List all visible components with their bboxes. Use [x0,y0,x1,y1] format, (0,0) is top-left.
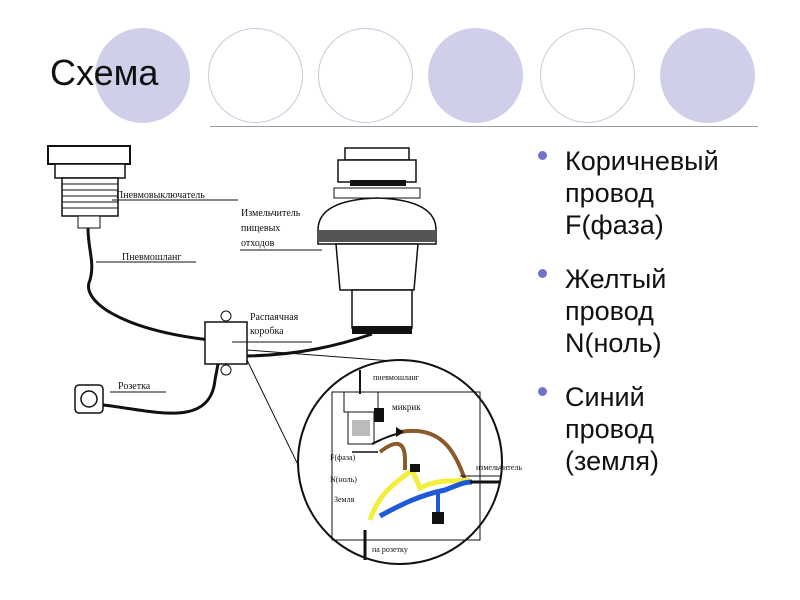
label-inset-hose: пневмошланг [373,373,420,382]
label-junction-box-1: Распаячная [250,312,299,323]
decor-circle-1 [95,28,190,123]
legend-line: провод [565,414,654,444]
decor-circle-6 [660,28,755,123]
legend-item-yellow: Желтый провод N(ноль) [538,263,788,359]
wiring-inset [297,359,503,565]
legend-line: (земля) [565,446,660,476]
wiring-diagram: Пневмовыключатель Пневмошланг Измельчите… [47,145,522,565]
label-junction-box-2: коробка [250,326,284,337]
cable-to-socket [102,363,220,415]
label-inset-phase: F(фаза) [330,453,356,462]
legend-line: Коричневый [565,146,719,176]
label-inset-neutral: N(ноль) [330,475,357,484]
wire-legend-list: Коричневый провод F(фаза) Желтый провод … [538,145,788,499]
label-pneumatic-hose: Пневмошланг [122,252,181,263]
legend-line: провод [565,296,654,326]
decor-circle-4 [428,28,523,123]
junction-box-icon [204,310,248,376]
label-inset-to-grinder: измельчитель [476,463,522,472]
decor-circle-5 [540,28,635,123]
label-grinder-3: отходов [241,238,275,249]
label-grinder-1: Измельчитель [241,208,301,219]
socket-icon [74,384,104,414]
zoom-line [246,349,406,363]
pneumatic-switch-icon [47,145,131,229]
bullet-dot [538,151,547,160]
slide-title: Схема [50,52,159,93]
bullet-dot [538,387,547,396]
legend-item-brown: Коричневый провод F(фаза) [538,145,788,241]
cable-to-grinder [246,332,373,358]
legend-line: Синий [565,382,645,412]
label-pneumatic-switch: Пневмовыключатель [116,190,205,201]
label-inset-to-socket: на розетку [372,545,408,554]
legend-item-blue: Синий провод (земля) [538,381,788,477]
decor-circle-3 [318,28,413,123]
title-divider [210,126,758,127]
legend-line: Желтый [565,264,667,294]
decor-circle-2 [208,28,303,123]
food-grinder-icon [317,147,437,334]
label-grinder-2: пищевых [241,223,280,234]
label-socket: Розетка [118,381,151,392]
label-inset-microswitch: микрик [392,402,421,412]
bullet-dot [538,269,547,278]
legend-line: F(фаза) [565,210,664,240]
label-inset-ground: Земля [334,495,355,504]
legend-line: N(ноль) [565,328,662,358]
pneumatic-hose [86,227,211,342]
legend-line: провод [565,178,654,208]
